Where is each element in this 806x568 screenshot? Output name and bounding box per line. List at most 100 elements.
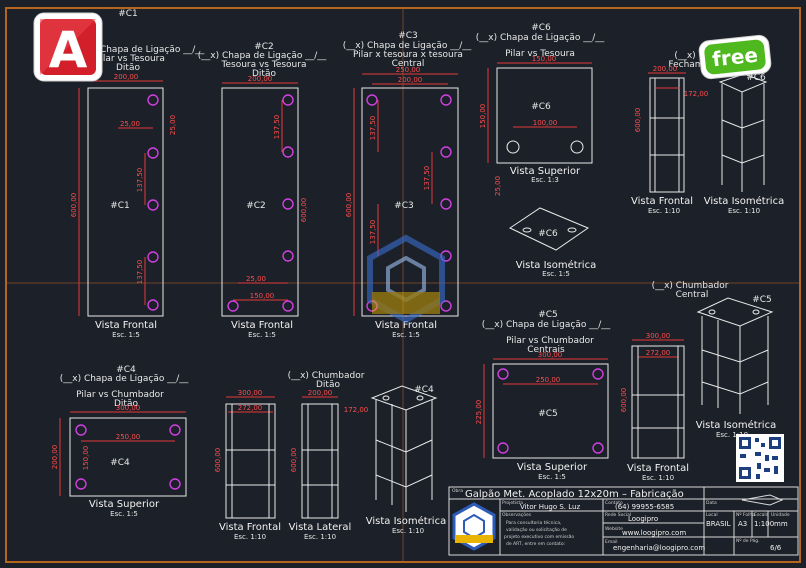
- qr-code-icon[interactable]: [736, 434, 784, 482]
- label-email: Email: [605, 539, 618, 545]
- c4b-dim-6: 600,00: [290, 448, 298, 473]
- c1-plate[interactable]: [87, 87, 164, 317]
- detail-c5-anchor[interactable]: (__x) Chumbador Central 300,00 272,00 60…: [620, 281, 776, 482]
- c6-dim-1: 100,00: [533, 119, 558, 127]
- label-website: Website: [605, 526, 623, 532]
- pag-value: 6/6: [770, 544, 782, 552]
- c2-hole[interactable]: [282, 94, 294, 106]
- c5-hole[interactable]: [497, 442, 509, 454]
- detail-c6-frame[interactable]: (__x) Fecham 200,00 172,00 600,00 Vista …: [631, 51, 784, 215]
- c2-plate[interactable]: [221, 87, 299, 317]
- company-logo: [452, 502, 496, 551]
- c6-tag: #C6: [531, 23, 551, 33]
- c3-hole[interactable]: [366, 94, 378, 106]
- c1-hole[interactable]: [147, 251, 159, 263]
- c1-dim-height: 600,00: [70, 193, 78, 218]
- c6b-scale1: Esc. 1:10: [648, 207, 680, 215]
- c1-sub2: Ditão: [116, 63, 140, 73]
- escala-value: 1:100: [754, 520, 774, 528]
- c4b-view3-label: Vista Isométrica: [366, 515, 446, 527]
- c4b-frontal[interactable]: [225, 403, 276, 519]
- c4-tag: #C4: [116, 365, 136, 375]
- c3-center-label: #C3: [394, 201, 414, 211]
- c5b-iso-top[interactable]: [696, 297, 774, 327]
- c2-hole[interactable]: [282, 198, 294, 210]
- c1-hole[interactable]: [147, 94, 159, 106]
- c2-dim-top: 200,00: [248, 75, 273, 83]
- c4b-iso-top[interactable]: [370, 385, 438, 411]
- c2-hole[interactable]: [282, 250, 294, 262]
- c5-center-label: #C5: [538, 409, 558, 419]
- detail-c5[interactable]: #C5 (__x) Chapa de Ligação __/__ Pilar v…: [475, 310, 611, 481]
- c4-hole[interactable]: [75, 478, 87, 490]
- c6-plate[interactable]: [496, 67, 593, 164]
- c4b-dim-2: 272,00: [238, 404, 263, 412]
- c2-hole[interactable]: [227, 300, 239, 312]
- c3-hole[interactable]: [440, 198, 452, 210]
- c5-hole[interactable]: [592, 368, 604, 380]
- obs-line-2: validação ou solicitação de: [506, 527, 567, 533]
- detail-c3[interactable]: #C3 (__x) Chapa de Ligação __/__ Pilar x…: [343, 31, 472, 339]
- c2-dim-2: 25,00: [246, 275, 266, 283]
- watermark-logo: [367, 234, 445, 324]
- c4-dim-w: 300,00: [116, 404, 141, 412]
- c5b-dim-2: 272,00: [646, 349, 671, 357]
- c6-hole[interactable]: [570, 140, 584, 154]
- website-value[interactable]: www.loogipro.com: [622, 529, 686, 537]
- c3-sub1: Pilar x tesoura x tesoura: [353, 50, 463, 60]
- c2-dim-3: 150,00: [250, 292, 275, 300]
- free-label: free: [711, 43, 759, 72]
- c1-dim-1: 25,00: [120, 120, 140, 128]
- c6b-iso-top[interactable]: [718, 73, 768, 93]
- c5-sub1: Pilar vs Chumbador: [506, 336, 594, 346]
- c4b-lateral[interactable]: [301, 403, 339, 519]
- c6-hole[interactable]: [506, 140, 520, 154]
- c2-hole[interactable]: [282, 300, 294, 312]
- c1-hole[interactable]: [147, 199, 159, 211]
- detail-c6[interactable]: #C6 (__x) Chapa de Ligação __/__ Pilar v…: [476, 23, 605, 278]
- c4b-dim-4: 172,00: [344, 406, 369, 414]
- c5b-frontal[interactable]: [631, 345, 685, 459]
- c1-hole[interactable]: [147, 299, 159, 311]
- c6-scale1: Esc. 1:3: [531, 176, 559, 184]
- c4-hole[interactable]: [75, 424, 87, 436]
- detail-c4-anchor[interactable]: (__x) Chumbador Ditão 300,00 272,00 600,…: [214, 371, 446, 541]
- c3-hole[interactable]: [440, 300, 452, 312]
- c4b-view2-label: Vista Lateral: [289, 522, 352, 533]
- local-value: BRASIL: [706, 520, 731, 528]
- c6-iso-plate[interactable]: [508, 207, 590, 251]
- title-block[interactable]: Galpão Met. Acoplado 12x20m – Fabricação…: [448, 486, 799, 556]
- free-badge[interactable]: free: [698, 34, 772, 80]
- c5b-sub: Central: [676, 290, 709, 300]
- c5-hole[interactable]: [592, 442, 604, 454]
- detail-c2[interactable]: #C2 (__x) Chapa de Ligação __/__ Tesoura…: [198, 42, 327, 339]
- c3-hole[interactable]: [440, 94, 452, 106]
- c4-hole[interactable]: [169, 424, 181, 436]
- c2-hole[interactable]: [282, 146, 294, 158]
- c2-sub2: Ditão: [252, 69, 276, 79]
- c3-hole[interactable]: [440, 146, 452, 158]
- autocad-logo[interactable]: A: [33, 12, 103, 82]
- c6b-dim-1: 172,00: [684, 90, 709, 98]
- label-local: Local: [706, 512, 718, 518]
- c3-title: (__x) Chapa de Ligação __/__: [343, 41, 472, 51]
- detail-c4[interactable]: #C4 (__x) Chapa de Ligação __/__ Pilar v…: [51, 365, 189, 518]
- email-value[interactable]: engenharia@loogipro.com: [613, 544, 705, 552]
- c2-view-label: Vista Frontal: [231, 320, 293, 331]
- detail-c1[interactable]: #C1 (__x) Chapa de Ligação __/__ Pilar v…: [70, 9, 205, 339]
- c5-hole[interactable]: [497, 368, 509, 380]
- c5-view-label: Vista Superior: [517, 462, 588, 473]
- c6b-frontal-frame[interactable]: [649, 77, 685, 193]
- c4b-title: (__x) Chumbador: [288, 371, 365, 381]
- c5-plate[interactable]: [492, 363, 609, 459]
- c6-view2-label: Vista Isométrica: [516, 259, 596, 271]
- c6b-scale2: Esc. 1:10: [728, 207, 760, 215]
- c4-plate[interactable]: [69, 417, 187, 497]
- c5b-dim-3: 600,00: [620, 388, 628, 413]
- c2-dim-h: 600,00: [300, 198, 308, 223]
- c6-dim-2: 25,00: [494, 176, 502, 196]
- c4-hole[interactable]: [169, 478, 181, 490]
- c6b-title: (__x): [674, 51, 695, 61]
- c1-hole[interactable]: [147, 147, 159, 159]
